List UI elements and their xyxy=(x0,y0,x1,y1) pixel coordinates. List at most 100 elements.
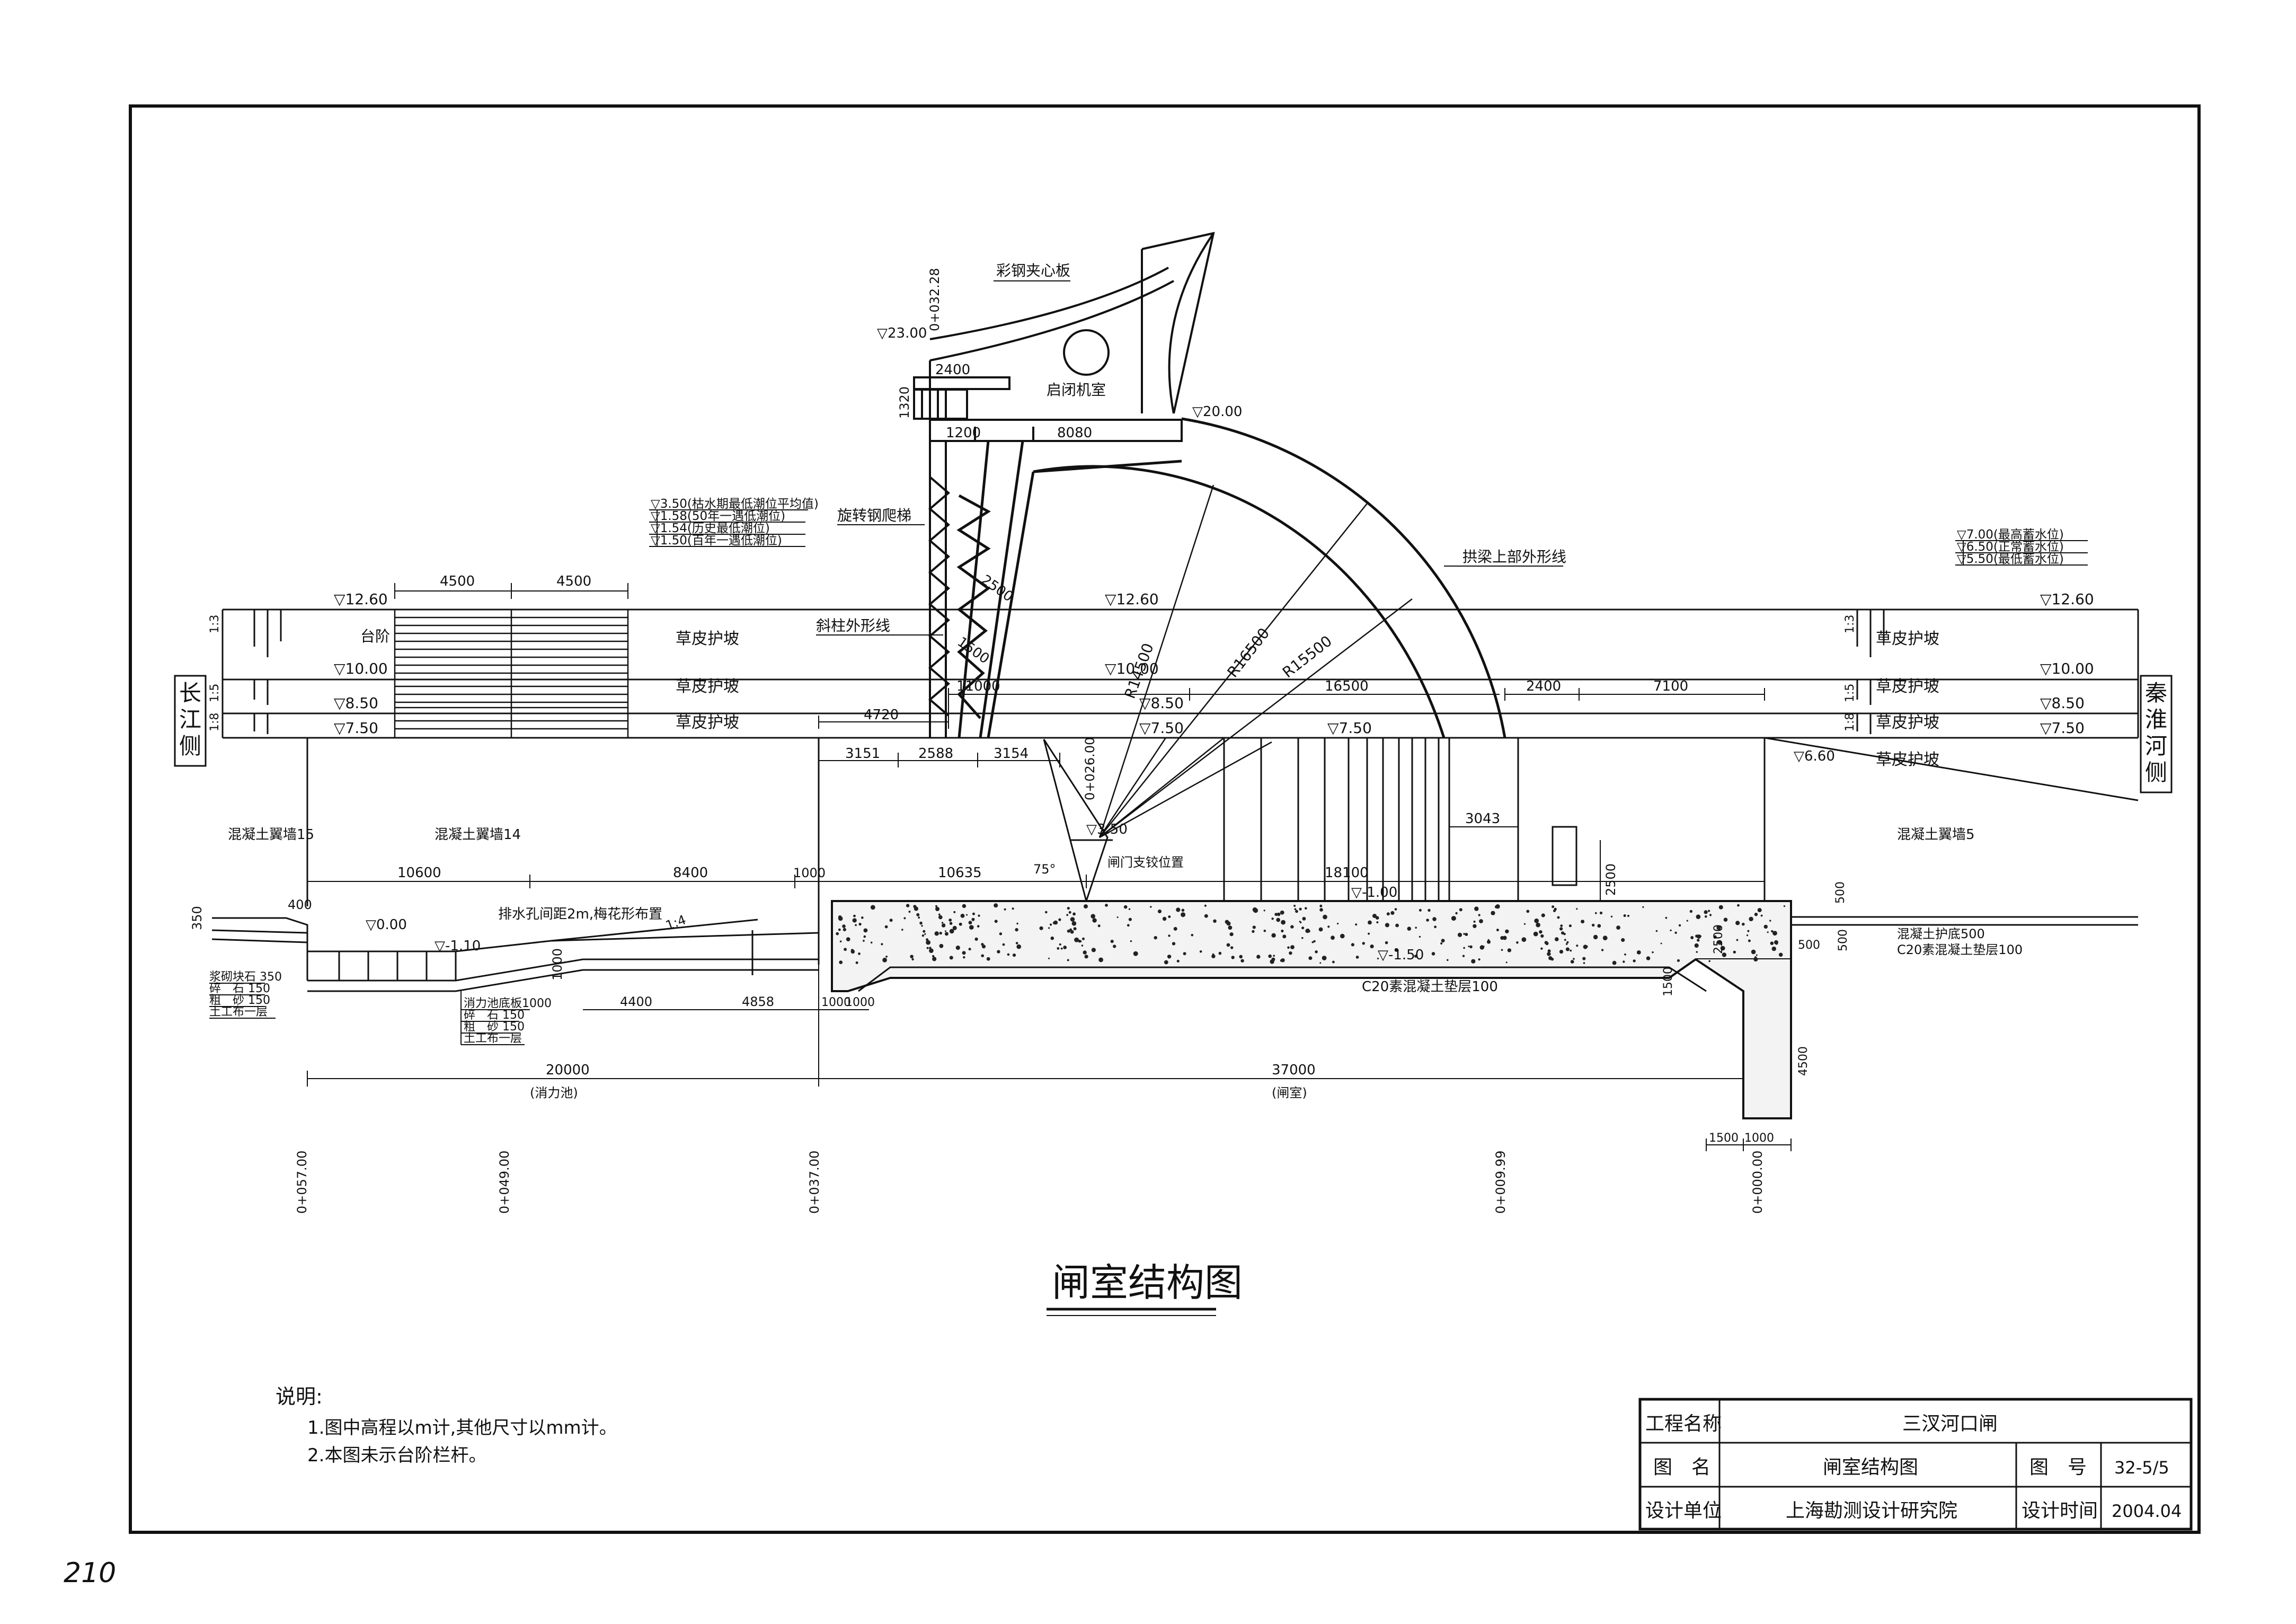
aggregate-dot xyxy=(1434,925,1437,929)
aggregate-dot xyxy=(1718,905,1723,910)
dim-3154: 3154 xyxy=(994,746,1029,762)
aggregate-dot xyxy=(1674,931,1677,934)
notes-list: 1.图中高程以m计,其他尺寸以mm计。2.本图未示台阶栏杆。 xyxy=(307,1417,617,1466)
grass-slope-label: 草皮护坡 xyxy=(1876,677,1939,696)
aggregate-dot xyxy=(1385,923,1389,928)
aggregate-dot xyxy=(1652,951,1654,954)
dim-3151: 3151 xyxy=(845,746,880,762)
aggregate-dot xyxy=(1560,924,1563,927)
aggregate-dot xyxy=(1570,960,1574,964)
spiral-ladder xyxy=(928,441,951,738)
gate-hinge-label: 闸门支铰位置 xyxy=(1107,855,1184,870)
aggregate-dot xyxy=(1071,921,1077,926)
aggregate-dot xyxy=(1323,914,1327,920)
aggregate-dot xyxy=(1772,931,1777,935)
aggregate-dot xyxy=(1548,956,1553,960)
aggregate-dot xyxy=(1696,951,1698,953)
aggregate-dot xyxy=(923,930,926,933)
aggregate-dot xyxy=(1610,915,1613,918)
aggregate-dot xyxy=(1390,911,1395,915)
elev-10-00-mid: ▽10.00 xyxy=(1105,660,1159,677)
aggregate-dot xyxy=(1172,942,1176,946)
elev-10-00-right: ▽10.00 xyxy=(2040,660,2094,677)
aggregate-dot xyxy=(1239,955,1243,959)
aggregate-dot xyxy=(1534,918,1539,923)
aggregate-dot xyxy=(1704,910,1708,914)
aggregate-dot xyxy=(949,929,954,934)
aggregate-dot xyxy=(1274,913,1278,916)
aggregate-dot xyxy=(855,961,858,964)
hoist-room-label: 启闭机室 xyxy=(1047,381,1106,399)
aggregate-dot xyxy=(944,930,946,932)
aggregate-dot xyxy=(1414,955,1417,958)
aggregate-dot xyxy=(1559,927,1563,931)
aggregate-dot xyxy=(1665,916,1668,919)
aggregate-dot xyxy=(971,917,975,921)
aggregate-dot xyxy=(1395,923,1399,928)
aggregate-dot xyxy=(1176,959,1180,963)
aggregate-dot xyxy=(939,943,944,948)
aggregate-dot xyxy=(1271,957,1275,961)
aggregate-dot xyxy=(1621,938,1625,942)
aggregate-dot xyxy=(929,948,934,953)
aggregate-dot xyxy=(1746,934,1749,937)
aggregate-dot xyxy=(1337,923,1339,925)
drain-label: 排水孔间距2m,梅花形布置 xyxy=(498,906,662,922)
aggregate-dot xyxy=(1281,920,1286,925)
aggregate-dot xyxy=(1079,940,1082,942)
dim-1000-b: 1000 xyxy=(821,996,851,1009)
aggregate-dot xyxy=(1660,942,1662,945)
column-outline-label: 斜柱外形线 xyxy=(816,617,890,634)
aggregate-dot xyxy=(1302,916,1306,921)
aggregate-dot xyxy=(1181,908,1185,912)
aggregate-dot xyxy=(941,922,944,924)
dim-steps xyxy=(394,583,628,599)
aggregate-dot xyxy=(1771,946,1776,951)
aggregate-dot xyxy=(863,940,865,942)
aggregate-dot xyxy=(1273,955,1275,957)
aggregate-dot xyxy=(1039,926,1043,930)
floor-slab xyxy=(831,900,2138,1119)
dim-2400: 2400 xyxy=(1526,678,1561,694)
aggregate-dot xyxy=(1697,939,1700,942)
aggregate-dot xyxy=(1770,941,1774,945)
aggregate-dot xyxy=(1083,950,1087,955)
slope-label: 1:3 xyxy=(1843,615,1857,633)
aggregate-dot xyxy=(1763,924,1768,929)
aggregate-dot xyxy=(870,941,873,944)
aggregate-dot xyxy=(1070,930,1074,934)
aggregate-dot xyxy=(934,931,939,936)
aggregate-dot xyxy=(1229,932,1234,937)
aggregate-dot xyxy=(910,955,914,958)
dim-4720: 4720 xyxy=(864,707,899,723)
aggregate-dot xyxy=(1507,948,1512,952)
elev-12-60-mid: ▽12.60 xyxy=(1105,590,1159,608)
water-levels-left xyxy=(649,509,808,547)
dim-1200: 1200 xyxy=(946,425,981,441)
aggregate-dot xyxy=(1226,943,1230,947)
aggregate-dot xyxy=(1322,956,1327,960)
stilling-basin xyxy=(211,917,819,992)
aggregate-dot xyxy=(1505,961,1508,964)
aggregate-dot xyxy=(881,943,883,946)
aggregate-dot xyxy=(914,906,918,911)
aggregate-dot xyxy=(1016,944,1021,949)
aggregate-dot xyxy=(1271,933,1276,938)
side-label-left-box xyxy=(174,675,207,767)
aggregate-dot xyxy=(1478,914,1481,916)
aggregate-dot xyxy=(1561,931,1564,935)
aggregate-dot xyxy=(1300,921,1302,924)
aggregate-dot xyxy=(1268,954,1272,958)
aggregate-dot xyxy=(1168,915,1171,919)
arch-outline-label: 拱梁上部外形线 xyxy=(1462,548,1566,566)
aggregate-dot xyxy=(1505,929,1509,934)
aggregate-dot xyxy=(938,913,941,916)
aggregate-dot xyxy=(1463,947,1465,949)
aggregate-dot xyxy=(1168,934,1171,937)
slope-ticks-left xyxy=(253,610,282,734)
aggregate-dot xyxy=(1368,932,1370,935)
aggregate-dot xyxy=(1516,941,1519,944)
dim-20000: 20000 xyxy=(546,1062,590,1078)
aggregate-dot xyxy=(966,914,968,916)
